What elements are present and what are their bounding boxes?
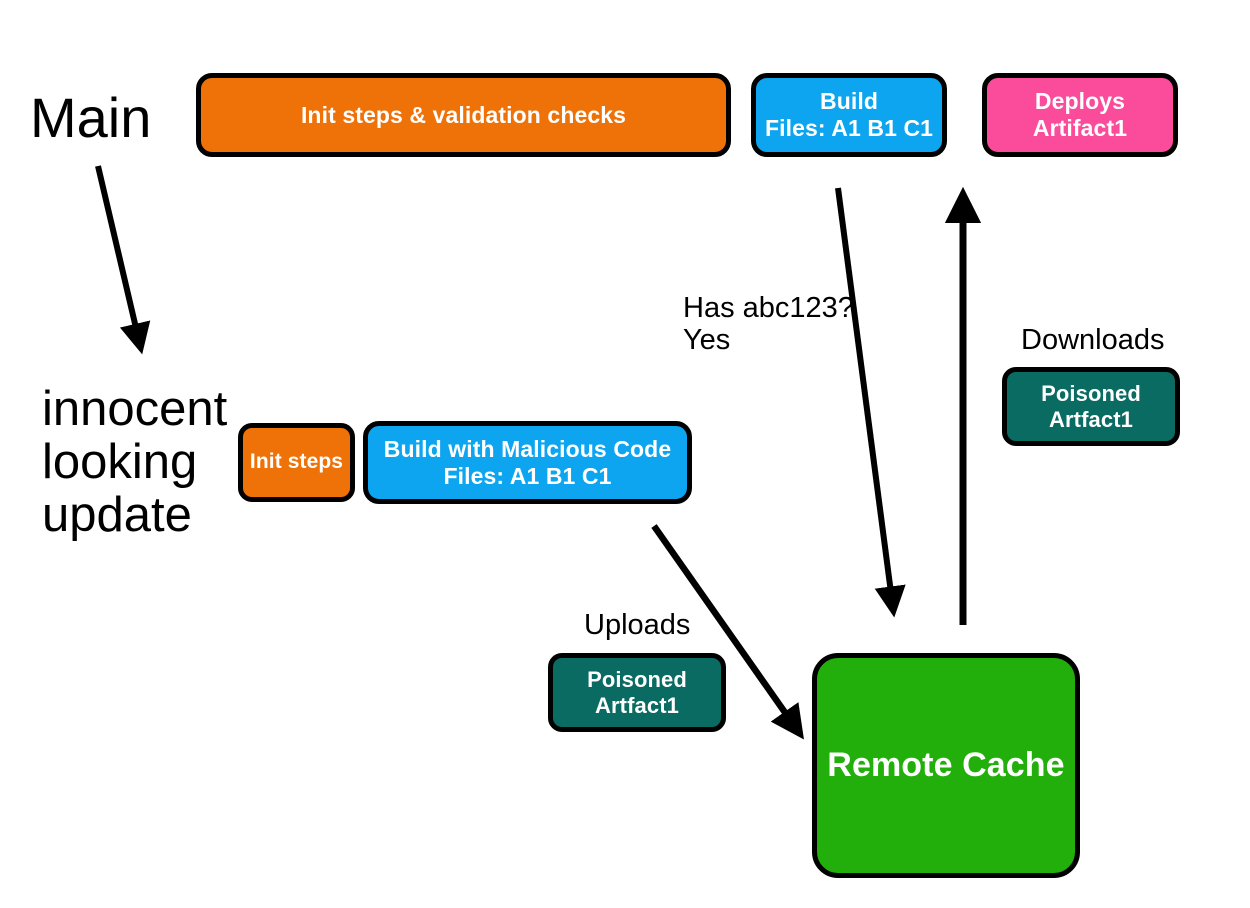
node-main-build[interactable]: Build Files: A1 B1 C1 [751, 73, 947, 157]
node-remote-cache[interactable]: Remote Cache [812, 653, 1080, 878]
arrow-main-to-pr [95, 165, 151, 355]
node-poisoned-artifact-uploaded[interactable]: Poisoned Artfact1 [548, 653, 726, 732]
node-poisoned-artifact-downloaded[interactable]: Poisoned Artfact1 [1002, 367, 1180, 446]
arrow-build-to-remote-cache [835, 187, 906, 618]
node-main-deploys-artifact[interactable]: Deploys Artifact1 [982, 73, 1178, 157]
node-pr-init-steps[interactable]: Init steps [238, 423, 355, 502]
lane-label-innocent-update: innocent looking update [42, 382, 228, 542]
edge-label-downloads: Downloads [1021, 324, 1165, 356]
node-main-init-steps[interactable]: Init steps & validation checks [196, 73, 731, 157]
edge-label-has-abc123: Has abc123? Yes [683, 292, 854, 357]
lane-label-main: Main [30, 86, 152, 149]
node-pr-build-with-malicious-code[interactable]: Build with Malicious Code Files: A1 B1 C… [363, 421, 692, 504]
edge-label-uploads: Uploads [584, 609, 691, 641]
